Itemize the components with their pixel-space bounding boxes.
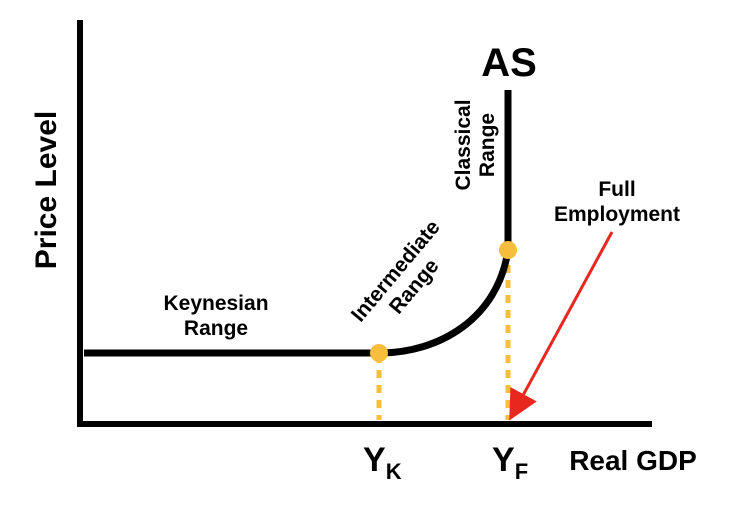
yk-tick-main: Y: [363, 441, 386, 479]
yf-marker: [499, 241, 517, 259]
yk-tick-subscript: K: [386, 459, 402, 484]
as-curve-label: AS: [481, 41, 537, 85]
classical-range-label-line2: Range: [476, 113, 499, 177]
classical-range-label: Classical Range: [452, 99, 499, 190]
aggregate-supply-curve: [84, 90, 512, 357]
keynesian-range-label-line1: Keynesian: [163, 292, 268, 315]
yk-tick-label: YK: [363, 441, 402, 484]
full-employment-arrow: [509, 231, 614, 421]
keynesian-range-label-line2: Range: [184, 317, 248, 340]
y-axis-label: Price Level: [30, 111, 63, 269]
yf-tick-main: Y: [492, 441, 515, 479]
full-employment-label-line2: Employment: [554, 203, 680, 226]
full-employment-label-line1: Full: [598, 178, 635, 201]
x-axis-label: Real GDP: [569, 445, 697, 476]
classical-range-label-line1: Classical: [452, 99, 475, 190]
yk-marker: [370, 344, 388, 362]
yf-tick-label: YF: [492, 441, 528, 484]
yf-tick-subscript: F: [515, 459, 528, 484]
intermediate-range-label: Intermediate Range: [347, 216, 445, 326]
